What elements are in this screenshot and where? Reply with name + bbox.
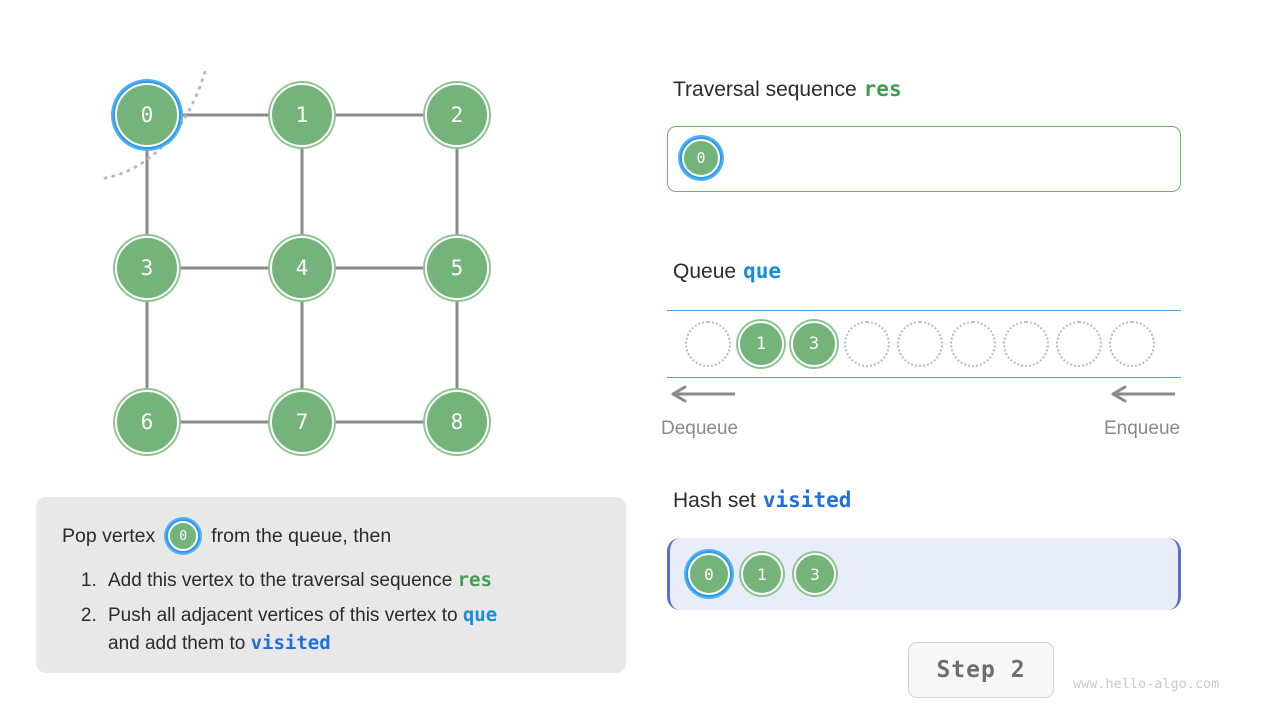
queue-section-title: Queue que (673, 259, 781, 284)
step-2-text-b: and add them to (108, 632, 246, 654)
step-badge: Step 2 (908, 642, 1054, 698)
watermark: www.hello-algo.com (1073, 676, 1220, 692)
visited-item-0: 0 (688, 553, 730, 595)
inline-vertex-badge: 0 (168, 521, 199, 551)
queue-slot-empty-4 (897, 321, 943, 367)
visited-title-tag: visited (762, 488, 852, 512)
step-2-code-que: que (462, 603, 498, 626)
res-title-tag: res (863, 77, 902, 101)
graph-node-4[interactable]: 4 (270, 236, 334, 300)
queue-slot-empty-7 (1056, 321, 1102, 367)
step-1-text: Add this vertex to the traversal sequenc… (108, 570, 453, 591)
queue-direction-arrows (671, 385, 1175, 403)
explanation-lead: Pop vertex 0 from the queue, then (62, 519, 600, 553)
queue-slot-1: 1 (738, 321, 784, 367)
queue-rail-bottom (667, 377, 1181, 378)
queue-slot-empty-3 (844, 321, 890, 367)
explanation-box: Pop vertex 0 from the queue, then Add th… (36, 497, 626, 673)
explanation-step-1: Add this vertex to the traversal sequenc… (102, 567, 600, 595)
graph-node-1[interactable]: 1 (270, 83, 334, 147)
queue-title-tag: que (743, 259, 781, 283)
res-item-0: 0 (682, 139, 720, 177)
res-section-title: Traversal sequence res (673, 77, 902, 102)
graph-node-0[interactable]: 0 (115, 83, 179, 147)
graph-node-7[interactable]: 7 (270, 390, 334, 454)
queue-slot-empty-0 (685, 321, 731, 367)
step-2-text-a: Push all adjacent vertices of this verte… (108, 604, 458, 626)
visited-section-title: Hash set visited (673, 488, 851, 513)
queue-slot-empty-5 (950, 321, 996, 367)
explanation-lead-before: Pop vertex (62, 524, 156, 547)
explanation-lead-after: from the queue, then (211, 524, 392, 547)
visited-item-3: 3 (794, 553, 836, 595)
explanation-step-2: Push all adjacent vertices of this verte… (102, 602, 600, 658)
graph-node-8[interactable]: 8 (425, 390, 489, 454)
graph-panel: 0 1 2 3 4 5 6 7 8 (0, 0, 640, 500)
res-title-text: Traversal sequence (673, 78, 857, 101)
visited-item-1: 1 (741, 553, 783, 595)
queue-title-text: Queue (673, 260, 737, 283)
dequeue-label: Dequeue (661, 418, 739, 439)
graph-node-3[interactable]: 3 (115, 236, 179, 300)
pop-arc-dotted (103, 66, 208, 180)
step-2-code-visited: visited (250, 631, 331, 654)
queue-slot-3: 3 (791, 321, 837, 367)
step-1-code-res: res (457, 569, 492, 591)
res-container: 0 (667, 126, 1181, 192)
enqueue-label: Enqueue (1104, 418, 1181, 439)
explanation-steps: Add this vertex to the traversal sequenc… (62, 567, 600, 658)
queue-slot-empty-6 (1003, 321, 1049, 367)
queue-rail-top (667, 310, 1181, 311)
graph-node-2[interactable]: 2 (425, 83, 489, 147)
graph-node-5[interactable]: 5 (425, 236, 489, 300)
queue-slot-empty-8 (1109, 321, 1155, 367)
graph-node-6[interactable]: 6 (115, 390, 179, 454)
visited-title-text: Hash set (673, 489, 756, 512)
